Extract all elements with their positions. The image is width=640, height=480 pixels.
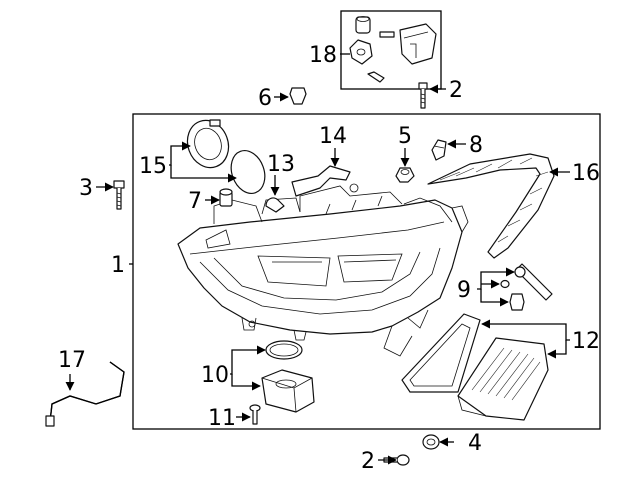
part-4-grommet: [422, 434, 440, 450]
part-14-bracket: [291, 165, 351, 197]
part-17-cable: [45, 361, 125, 427]
callout-2-top: 2: [449, 78, 463, 103]
callout-labels: 1 2 2 3 4 5 6 7 8 9 10 11 12 13 14 15 16…: [58, 43, 600, 474]
callout-18: 18: [309, 43, 337, 68]
part-18-frame: [340, 10, 442, 90]
part-16-trim-bezel: [427, 153, 555, 259]
callout-4: 4: [468, 431, 482, 456]
part-15-cap: [186, 119, 230, 169]
callout-14: 14: [319, 124, 347, 149]
callout-10: 10: [201, 363, 229, 388]
part-10-seal-ring: [265, 340, 303, 360]
callout-15: 15: [139, 154, 167, 179]
callout-7: 7: [188, 189, 202, 214]
leader-lines: [65, 53, 570, 465]
part-3-bolt: [113, 180, 125, 210]
callout-3: 3: [79, 176, 93, 201]
part-8-connector: [431, 139, 447, 161]
callout-11: 11: [208, 406, 236, 431]
part-9-fasteners: [500, 279, 525, 311]
callout-1: 1: [111, 253, 125, 278]
part-7-bulb-socket: [219, 188, 233, 207]
part-10-ballast-module: [261, 369, 315, 413]
callout-16: 16: [572, 161, 600, 186]
callout-13: 13: [267, 152, 295, 177]
callout-12: 12: [572, 329, 600, 354]
callout-17: 17: [58, 348, 86, 373]
callout-6: 6: [258, 86, 272, 111]
callout-8: 8: [469, 133, 483, 158]
part-2-bolt-top: [418, 82, 428, 109]
part-12-gasket: [401, 313, 481, 393]
callout-9: 9: [457, 278, 471, 303]
callout-2-bottom: 2: [361, 449, 375, 474]
part-13-bulb: [265, 197, 285, 213]
part-9-bracket: [514, 263, 553, 301]
part-12-drl-module: [457, 337, 549, 421]
callout-5: 5: [398, 124, 412, 149]
assembly-frame: [132, 113, 601, 430]
headlamp-housing: [177, 183, 469, 357]
part-6-cap: [289, 87, 307, 105]
part-5-clip: [395, 167, 415, 183]
part-18-components: [349, 16, 437, 83]
part-11-screw: [249, 404, 261, 425]
part-15-o-ring: [230, 150, 266, 194]
